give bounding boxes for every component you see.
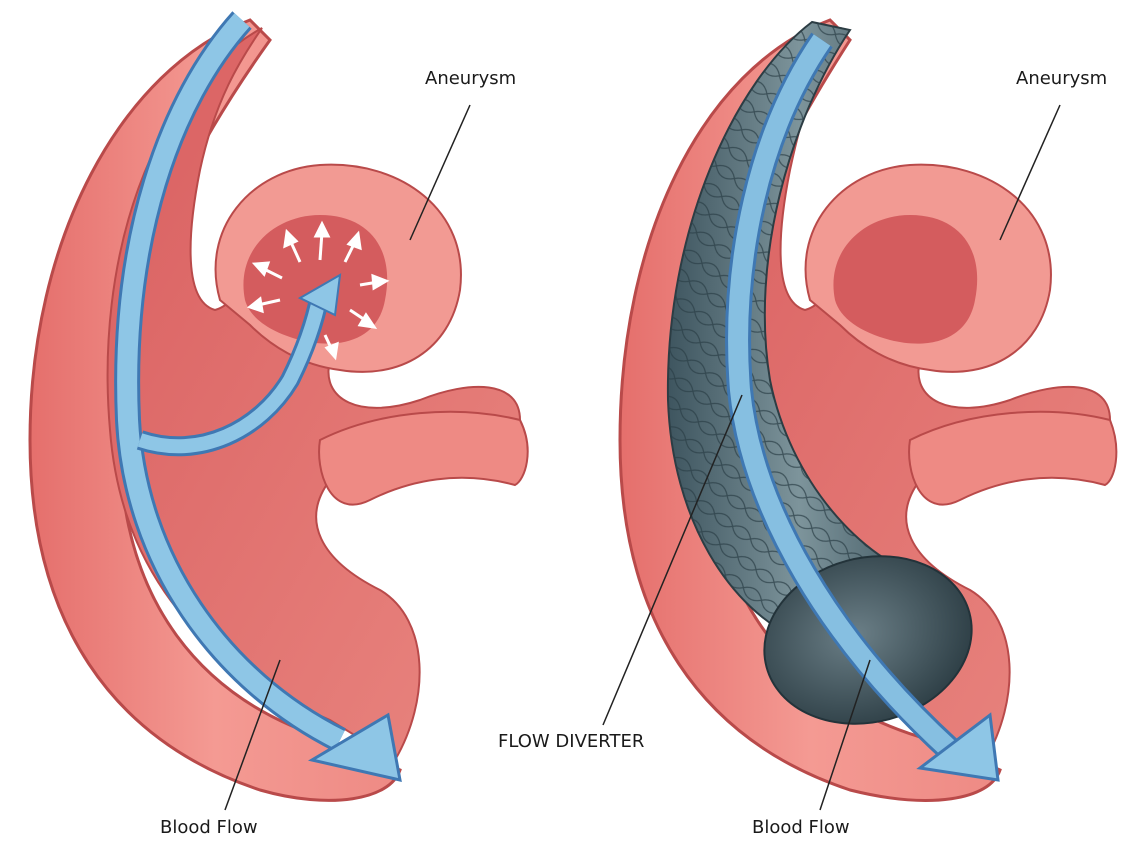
flow-diverter-label: FLOW DIVERTER — [498, 731, 644, 752]
treated-vessel-panel — [620, 20, 1116, 800]
aneurysm-label-left: Aneurysm — [425, 68, 516, 89]
untreated-vessel-panel — [30, 20, 528, 800]
blood-flow-label-left: Blood Flow — [160, 817, 258, 838]
aneurysm-label-right: Aneurysm — [1016, 68, 1107, 89]
blood-flow-label-right: Blood Flow — [752, 817, 850, 838]
